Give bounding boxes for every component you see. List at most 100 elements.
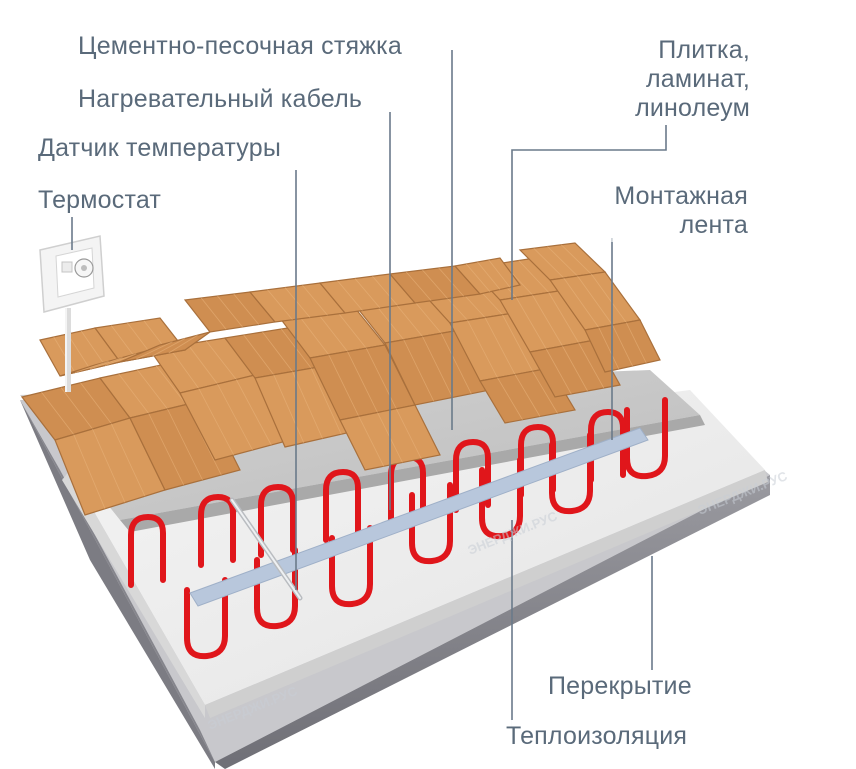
wood-grain-line [80, 330, 106, 366]
temperature-sensor [229, 497, 303, 601]
wood-grain-line [187, 343, 218, 385]
wood-grain-line [440, 333, 472, 394]
wood-grain-line [625, 322, 647, 364]
wood-grain-line [80, 382, 112, 424]
wood-grain-line [465, 263, 491, 293]
wood-grain-line [560, 244, 592, 275]
wood-grain-line [92, 428, 126, 503]
cable-loop-front-1 [184, 577, 228, 660]
heating-cable [128, 397, 668, 660]
wood-grain-line [328, 354, 360, 417]
cable-loop-back-2 [198, 493, 236, 568]
wood-grain-line [317, 312, 348, 352]
wood-grain-line [590, 273, 627, 323]
wood-grain-line [477, 261, 501, 290]
wood-grain-line [167, 408, 203, 481]
wood-grain-line [200, 297, 227, 330]
wood-grain-line [365, 348, 397, 409]
cable-loop-back-8 [588, 408, 626, 483]
wood-grain-line [198, 388, 235, 456]
wood-grain-line [137, 369, 168, 410]
wood-grain-line [533, 247, 565, 279]
cable-loop-front-3 [329, 525, 373, 608]
wood-grain-line [358, 416, 385, 467]
wood-grain-line [532, 294, 563, 347]
wood-grain-line [205, 340, 237, 380]
wood-grain-line [155, 365, 187, 405]
wood-grain-line [354, 278, 381, 309]
label-screed: Цементно-песочная стяжка [68, 30, 412, 63]
wood-grain-line [403, 339, 435, 402]
label-slab: Перекрытие [538, 670, 702, 703]
wood-grain-line [562, 345, 588, 392]
wood-grain-line [395, 408, 422, 459]
thermostat-device [39, 235, 105, 392]
wood-grain-line [73, 434, 106, 509]
wood-grain-line [422, 269, 448, 299]
cable-loop-front-5 [479, 457, 523, 540]
wood-grain-line [547, 246, 578, 277]
wood-grain-line [118, 373, 150, 414]
wood-grain-line [67, 333, 91, 370]
label-tile: Плитка, ламинат, линолеум [625, 34, 760, 125]
wood-grain-line [598, 327, 620, 370]
floor-covering [20, 242, 661, 516]
cable-loop-front-7 [624, 397, 668, 480]
wood-grain-line [372, 275, 398, 306]
wood-grain-line [578, 342, 605, 389]
wood-grain-line [518, 260, 550, 293]
cable-loop-front-6 [549, 432, 593, 515]
wood-grain-line [515, 297, 547, 350]
wood-grain-line [347, 351, 378, 413]
wood-grain-line [217, 383, 253, 451]
wood-grain-line [60, 387, 93, 430]
wood-grain-line [262, 331, 293, 372]
wood-grain-line [110, 325, 137, 360]
leader-lines [71, 50, 667, 730]
wood-grain-line [422, 336, 453, 398]
leader-tile [511, 120, 667, 300]
wood-grain-line [310, 368, 342, 435]
wood-grain-line [532, 371, 558, 414]
wood-grain-line [545, 348, 572, 395]
wood-grain-line [514, 374, 541, 417]
wood-grain-line [335, 310, 367, 349]
wood-grain-line [292, 371, 323, 439]
wood-grain-line [273, 374, 305, 443]
mounting-tape [189, 427, 649, 607]
wood-grain-line [168, 346, 200, 389]
cable-loop-back-6 [453, 438, 491, 513]
label-cable: Нагревательный кабель [68, 83, 373, 116]
wood-grain-line [217, 295, 243, 328]
label-sensor: Датчик температуры [28, 132, 291, 165]
cable-loop-back-4 [323, 468, 361, 543]
wood-grain-line [74, 360, 109, 373]
wood-grain-line [302, 284, 328, 316]
wood-grain-line [612, 324, 633, 367]
cable-loop-front-2 [254, 547, 298, 630]
label-insulation: Теплоизоляция [496, 720, 698, 753]
wood-grain-line [233, 293, 260, 325]
wood-grain-line [53, 336, 76, 373]
wood-grain-line [267, 289, 293, 321]
wood-grain-line [110, 423, 146, 497]
wood-grain-line [235, 379, 272, 446]
wood-grain-line [148, 413, 185, 486]
wood-grain-line [104, 353, 137, 366]
label-tape: Монтажная лента [604, 180, 758, 242]
wood-grain-line [168, 334, 198, 354]
wood-grain-line [502, 314, 533, 372]
wood-grain-line [284, 287, 311, 318]
wood-grain-line [405, 271, 432, 302]
floor-plank [119, 331, 211, 363]
wood-grain-line [488, 259, 511, 288]
wood-grain-line [298, 315, 330, 355]
wood-grain-line [337, 280, 363, 311]
cable-loop-back-1 [128, 513, 166, 588]
wood-grain-line [577, 275, 613, 326]
wood-grain-line [497, 377, 523, 420]
wood-grain-line [548, 292, 580, 344]
floor-plank [453, 257, 522, 295]
cable-loop-back-7 [518, 423, 556, 498]
